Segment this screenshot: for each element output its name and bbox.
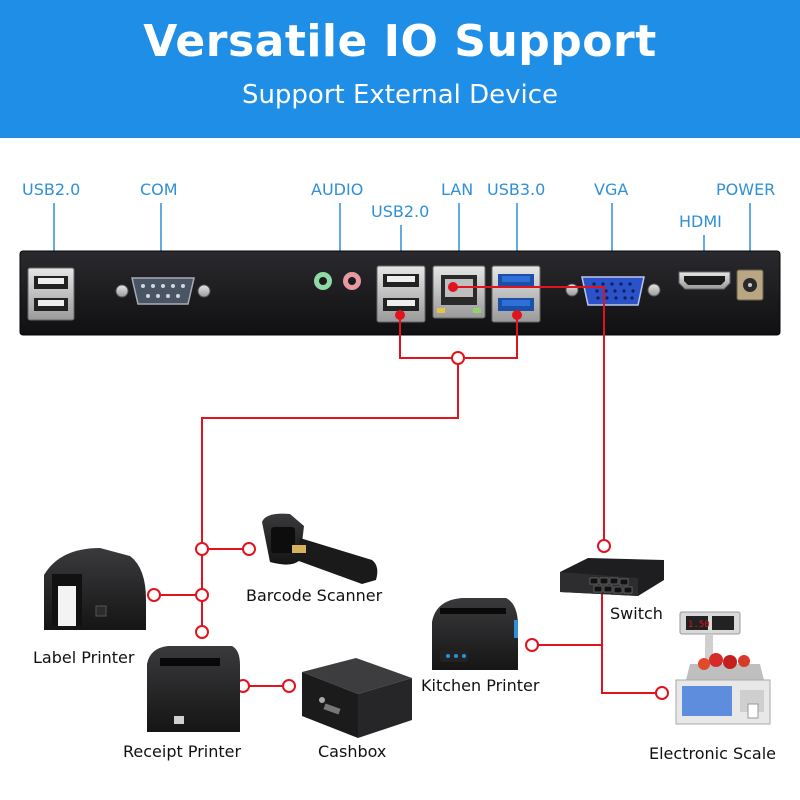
label-printer-image: [44, 548, 146, 630]
label-electronic-scale: Electronic Scale: [649, 744, 776, 763]
barcode-scanner-image: [262, 513, 378, 584]
page-title: Versatile IO Support: [143, 16, 657, 67]
label-kitchen-printer: Kitchen Printer: [421, 676, 540, 695]
label-vga: VGA: [594, 180, 628, 199]
receipt-printer-image: [147, 646, 240, 732]
label-usb2-mid: USB2.0: [371, 202, 429, 221]
label-label-printer: Label Printer: [33, 648, 135, 667]
scale-display: 1.50: [688, 620, 710, 630]
connection-lines: [154, 286, 662, 694]
audio-ports: [314, 272, 361, 290]
label-audio: AUDIO: [311, 180, 363, 199]
power-port: [736, 269, 764, 301]
label-receipt-printer: Receipt Printer: [123, 742, 241, 761]
label-usb3: USB3.0: [487, 180, 545, 199]
header-banner: Versatile IO Support Support External De…: [0, 0, 800, 138]
label-power: POWER: [716, 180, 775, 199]
usb2-mid-port: [376, 265, 426, 323]
label-hdmi: HDMI: [679, 212, 722, 231]
page-subtitle: Support External Device: [241, 80, 559, 110]
cashbox-image: [302, 658, 412, 738]
usb2-left-port: [27, 267, 75, 321]
label-switch: Switch: [610, 604, 663, 623]
lan-port: [432, 265, 486, 319]
label-cashbox: Cashbox: [318, 742, 386, 761]
connection-nodes: [147, 282, 669, 700]
label-lan: LAN: [441, 180, 473, 199]
label-barcode-scanner: Barcode Scanner: [246, 586, 383, 605]
usb3-port: [491, 265, 541, 323]
label-usb2-left: USB2.0: [22, 180, 80, 199]
kitchen-printer-image: [432, 598, 518, 670]
hdmi-port: [678, 271, 731, 290]
label-com: COM: [140, 180, 178, 199]
switch-image: [560, 558, 664, 596]
com-port: [115, 277, 211, 305]
electronic-scale-image: 1.50: [675, 611, 771, 725]
